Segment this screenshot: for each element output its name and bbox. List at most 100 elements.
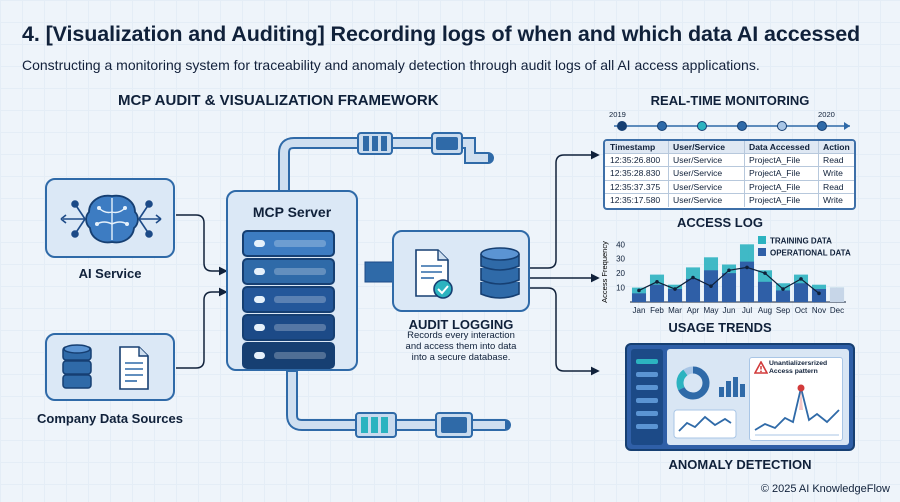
bar-operational-data [793,283,809,302]
access-log-table: Timestamp User/Service Data Accessed Act… [603,139,856,210]
timeline-point [817,121,827,131]
sidebar-item [636,398,658,403]
timeline-start: 2019 [609,110,626,119]
y-tick-label: 40 [616,240,625,249]
audit-logging-box [392,230,530,312]
server-bay [242,258,335,285]
timeline-point [617,121,627,131]
bar-operational-data [739,261,755,302]
anomaly-spike-chart [754,384,840,436]
y-tick-label: 30 [616,255,625,264]
timeline-point [697,121,707,131]
alert-panel: Unantializersrized Access pattern [749,357,843,441]
x-tick-label: Dec [830,306,844,315]
bar-operational-data [811,289,827,302]
bar-operational-data [757,281,773,302]
audit-logging-label: AUDIT LOGGING [408,317,514,332]
y-axis-label: Access Frequency [600,241,609,303]
checked-document-icon [415,249,453,299]
trend-point [763,271,767,275]
bar-operational-data [649,284,665,302]
dashboard-canvas: Unantializersrized Access pattern [667,349,849,445]
x-tick-label: Mar [668,306,682,315]
trend-point [655,280,659,284]
usage-trends-label: USAGE TRENDS [668,320,772,335]
x-tick-label: May [703,306,718,315]
page-subtitle: Constructing a monitoring system for tra… [22,57,760,73]
trend-point [673,287,677,291]
company-data-label: Company Data Sources [37,411,183,426]
mcp-server-box: MCP Server [226,190,358,371]
bar-operational-data [685,278,701,302]
top-pipe [278,132,494,201]
realtime-monitoring-label: REAL-TIME MONITORING [650,93,810,108]
server-bay [242,342,335,369]
trend-point [817,291,821,296]
arrows [176,150,600,376]
sidebar-item [636,385,658,390]
timeline-point [737,121,747,131]
bar-chart-icon [719,377,745,397]
table-header: Timestamp User/Service Data Accessed Act… [605,141,854,155]
company-data-box [45,333,175,401]
timeline-point [777,121,787,131]
anomaly-detection-label: ANOMALY DETECTION [668,457,812,472]
trend-point [781,287,785,291]
mcp-server-label: MCP Server [252,204,332,220]
sidebar-item [636,424,658,429]
timeline-end: 2020 [818,110,835,119]
y-tick-label: 20 [616,269,625,278]
donut-chart-icon [676,366,710,400]
bar-operational-data [631,293,647,302]
audit-description: Records every interaction and access the… [405,330,517,363]
x-tick-label: Aug [758,306,772,315]
server-bay [242,314,335,341]
database-icon [62,344,92,389]
server-bay [242,286,335,313]
framework-title: MCP AUDIT & VISUALIZATION FRAMEWORK [118,92,439,109]
timeline-point [657,121,667,131]
brain-network-icon [60,194,162,244]
alert-line-2: Access pattern [769,368,818,375]
x-tick-label: Sep [776,306,791,315]
legend-label: TRAINING DATA [770,237,832,246]
bar-operational-data [667,289,683,302]
sidebar-item [636,359,658,364]
trend-point [799,277,803,281]
trend-point [709,284,713,288]
anomaly-dashboard: Unantializersrized Access pattern [625,343,855,451]
x-tick-label: Apr [687,306,700,315]
bar-training-data [829,287,845,302]
line-chart-icon [673,409,737,439]
database-icon [480,247,520,299]
x-tick-label: Jul [742,306,752,315]
bottom-pipe [286,366,511,438]
document-icon [119,346,149,390]
timeline [614,121,850,131]
ai-service-label: AI Service [78,266,142,281]
trend-point [691,275,695,280]
trend-point [637,288,641,293]
legend-swatch [758,236,766,244]
alert-line-1: Unantializersrized [769,360,828,367]
trend-point [745,265,749,270]
page-title: 4. [Visualization and Auditing] Recordin… [22,22,861,46]
x-tick-label: Oct [795,306,808,315]
x-tick-label: Jan [633,306,646,315]
trend-point [727,268,731,273]
sidebar-item [636,372,658,377]
sidebar-item [636,411,658,416]
legend-swatch [758,248,766,256]
warning-triangle-icon [754,361,768,374]
x-tick-label: Jun [723,306,736,315]
access-log-label: ACCESS LOG [677,215,763,230]
y-tick-label: 10 [616,284,625,293]
server-bay [242,230,335,257]
x-tick-label: Nov [812,306,826,315]
x-tick-label: Feb [650,306,664,315]
bar-operational-data [775,290,791,302]
footer-copyright: © 2025 AI KnowledgeFlow [760,483,890,495]
